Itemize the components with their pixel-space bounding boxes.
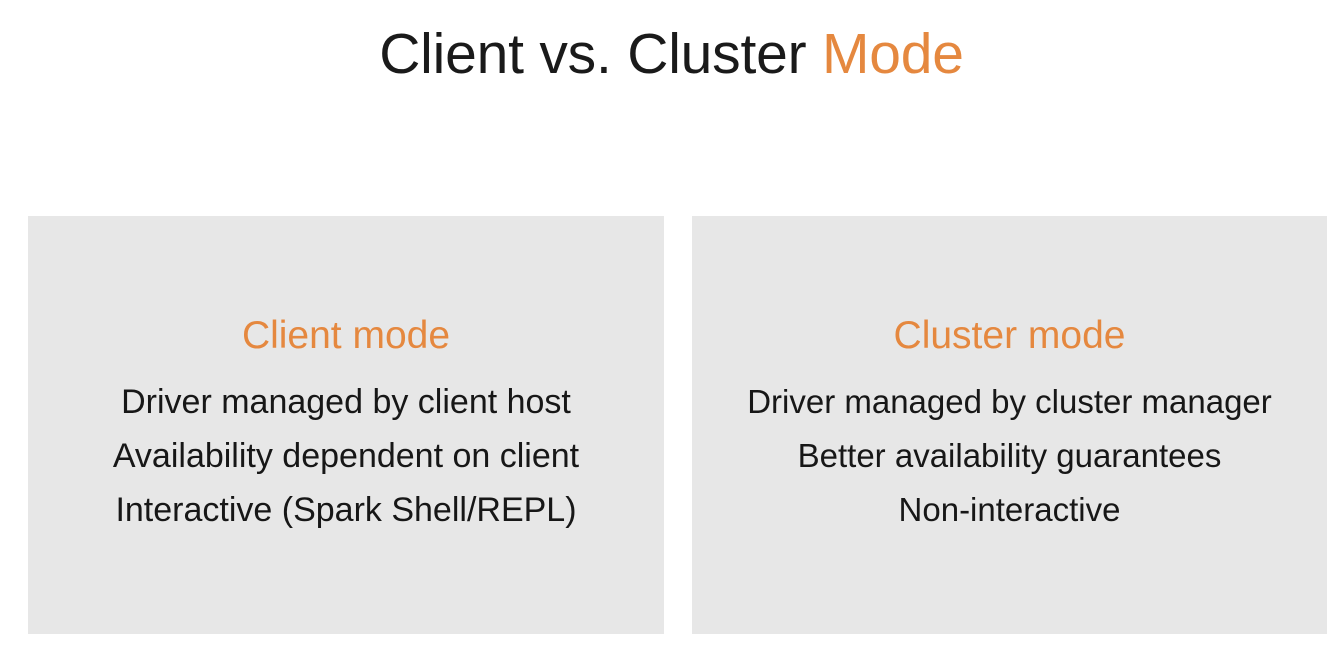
panel-body-client-mode: Driver managed by client host Availabili… xyxy=(28,375,664,537)
panel-body-cluster-mode: Driver managed by cluster manager Better… xyxy=(692,375,1327,537)
panel-heading-cluster-mode: Cluster mode xyxy=(893,314,1126,357)
panel-line: Availability dependent on client xyxy=(112,436,580,475)
panel-line: Better availability guarantees xyxy=(797,436,1222,474)
panel-cluster-mode: Cluster mode Driver managed by cluster m… xyxy=(692,216,1327,634)
panel-heading-client-mode: Client mode xyxy=(241,314,451,357)
page-title-lead: Client vs. Cluster xyxy=(379,22,823,86)
panel-client-mode: Client mode Driver managed by client hos… xyxy=(28,216,664,634)
panel-line: Driver managed by cluster manager xyxy=(747,382,1272,420)
page-title-accent: Mode xyxy=(822,22,964,86)
page-title: Client vs. Cluster Mode xyxy=(0,22,1343,88)
panel-line: Driver managed by client host xyxy=(121,382,571,421)
panel-line: Interactive (Spark Shell/REPL) xyxy=(115,490,577,529)
comparison-panels: Client mode Driver managed by client hos… xyxy=(28,216,1327,634)
panel-line: Non-interactive xyxy=(898,490,1121,528)
